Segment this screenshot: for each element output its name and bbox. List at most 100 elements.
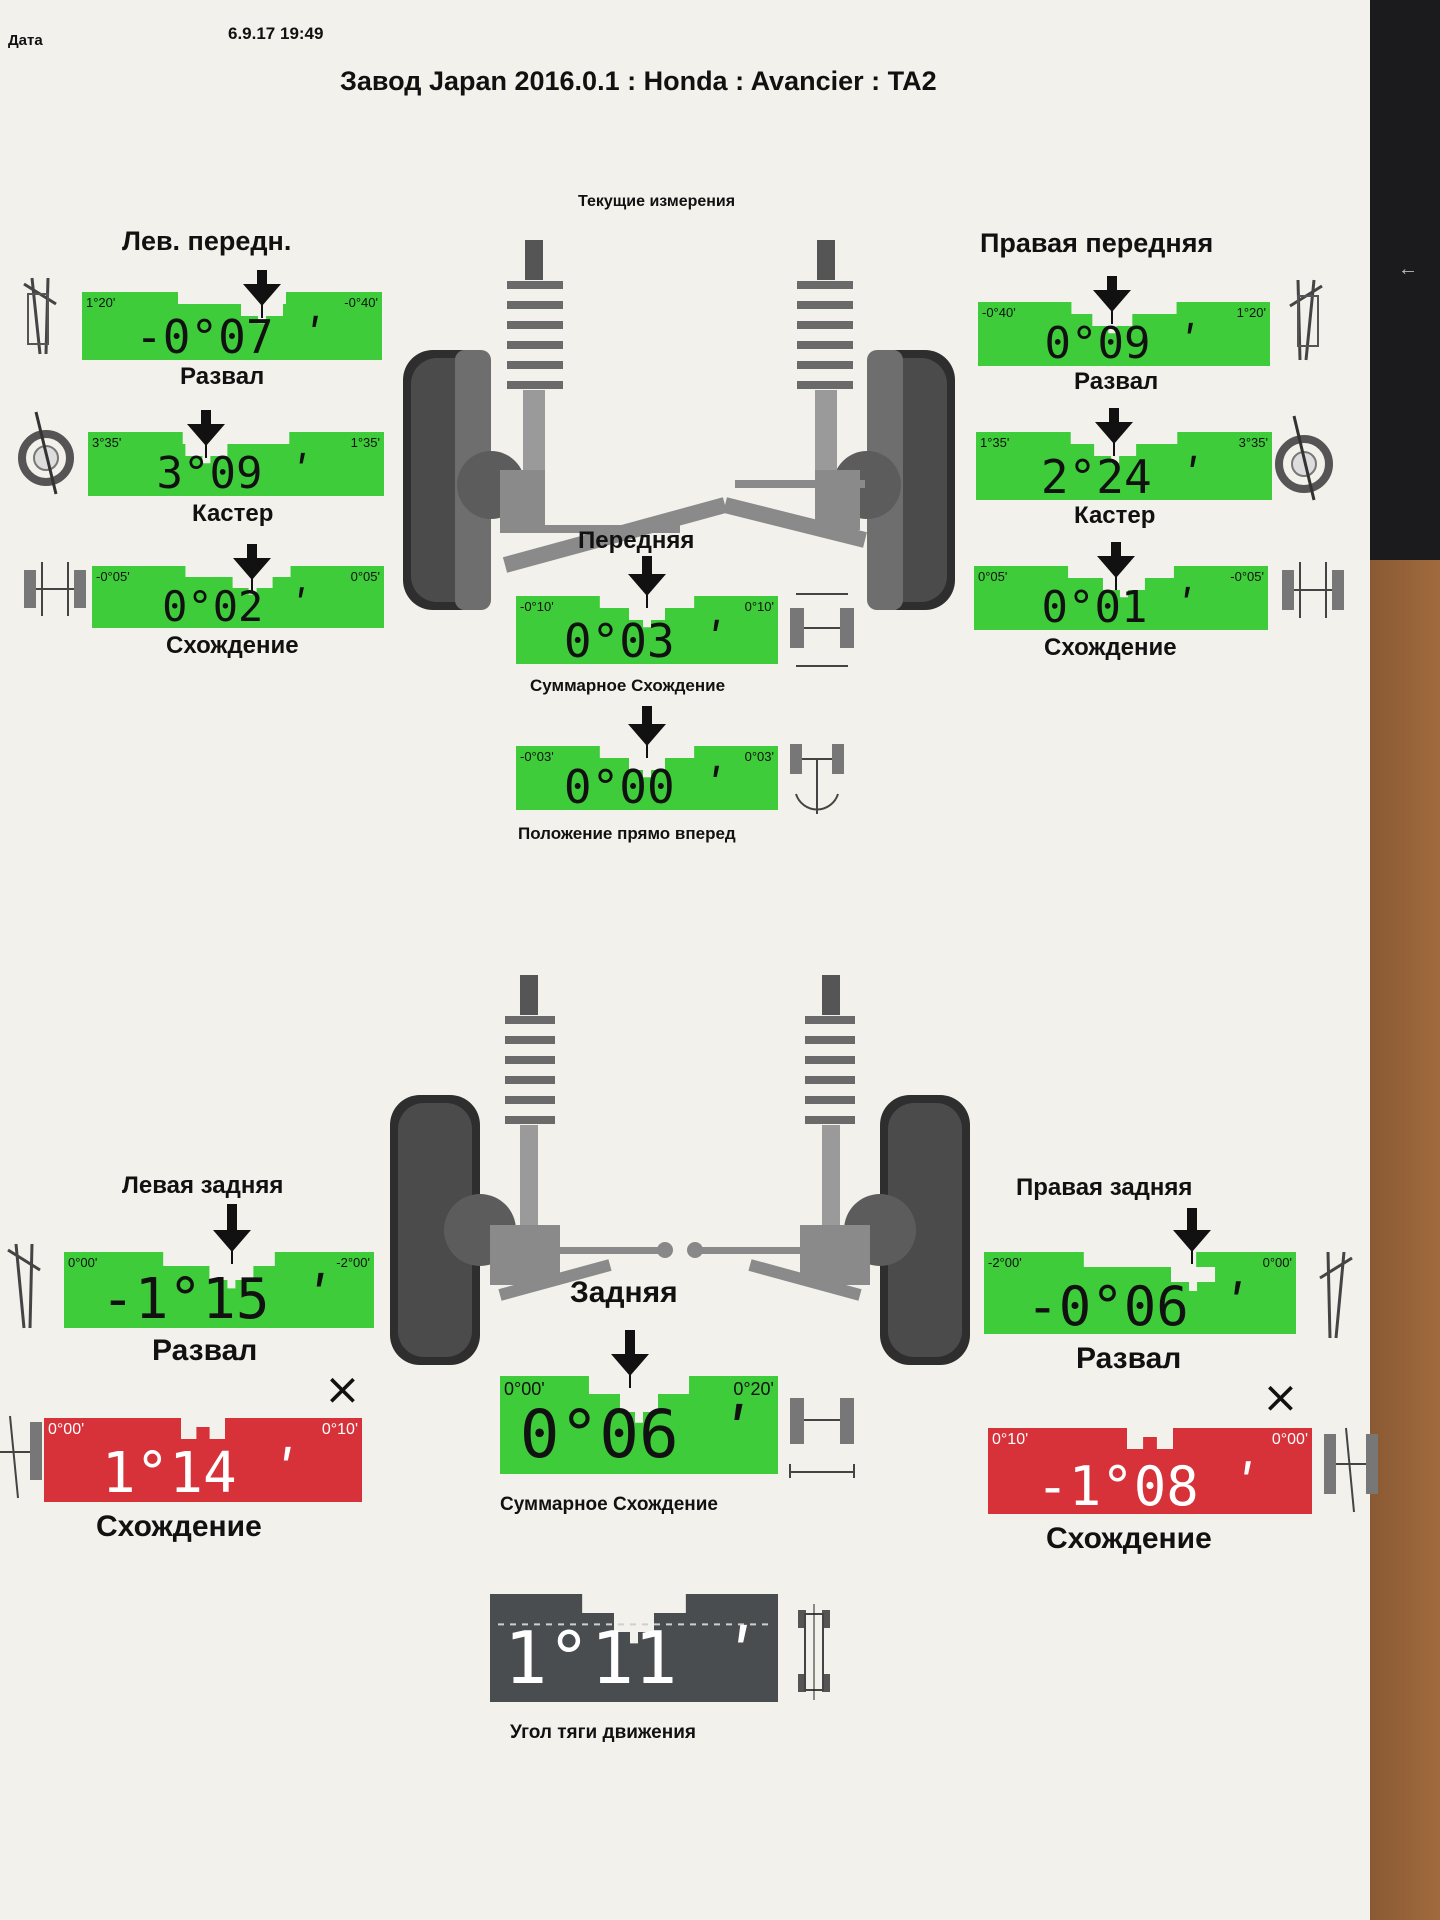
pointer-arrow-icon (187, 424, 225, 446)
front-left-toe-value: 0°02 ʹ (162, 582, 314, 631)
camber-wheel-icon (7, 1243, 41, 1329)
pointer-arrow-icon (243, 284, 281, 306)
rear-right-toe-label: Схождение (1046, 1522, 1212, 1555)
pointer-arrow-icon (1095, 422, 1133, 444)
current-measurements-caption: Текущие измерения (578, 193, 736, 210)
front-left-caster-label: Кастер (192, 500, 274, 527)
pointer-arrow-icon (628, 724, 666, 746)
gauge-background (64, 1252, 374, 1328)
pointer-needle (629, 1374, 631, 1388)
rear-total-toe-label: Суммарное Схождение (500, 1494, 718, 1515)
front-left-suspension-illustration (403, 240, 725, 610)
pointer-stem (1107, 276, 1117, 290)
front-left-camber-value: -0°07 ʹ (135, 310, 329, 364)
front-right-camber-label: Развал (1074, 368, 1159, 395)
front-total-toe-min: -0°10' (520, 599, 554, 614)
rear-left-toe-min: 0°00' (48, 1421, 85, 1438)
rear-right-camber-min: -2°00' (988, 1255, 1022, 1270)
front-total-toe-label: Суммарное Схождение (530, 676, 726, 695)
rear-total-toe-min: 0°00' (504, 1379, 545, 1399)
gauge-background (976, 432, 1272, 500)
rear-left-toe-gauge: 0°00' 0°10' 1°14 ʹ (44, 1418, 362, 1502)
thrust-angle-label: Угол тяги движения (510, 1722, 696, 1743)
front-axle-title: Передняя (578, 527, 695, 554)
pointer-arrow-icon (213, 1230, 251, 1252)
gauge-background (82, 292, 382, 360)
gauge-fill (516, 596, 778, 664)
gauge-fill (92, 566, 384, 628)
pointer-needle (205, 444, 207, 458)
front-right-caster-min: 1°35' (980, 435, 1010, 450)
back-arrow-icon: ← (1398, 258, 1418, 280)
front-left-toe-max: 0°05' (350, 569, 380, 584)
rear-right-toe-value: -1°08 ʹ (1036, 1455, 1264, 1518)
rear-left-camber-label: Развал (152, 1334, 258, 1367)
front-right-caster-label: Кастер (1074, 502, 1156, 529)
pointer-needle (646, 744, 648, 758)
front-total-toe-gauge: -0°10' 0°10' 0°03 ʹ (516, 556, 778, 668)
date-value: 6.9.17 19:49 (228, 24, 324, 43)
front-total-toe-max: 0°10' (744, 599, 774, 614)
rear-total-toe-gauge: 0°00' 0°20' 0°06 ʹ (500, 1330, 778, 1474)
rear-total-toe-value: 0°06 ʹ (519, 1396, 759, 1473)
front-left-camber-min: 1°20' (86, 295, 116, 310)
rear-left-camber-max: -2°00' (336, 1255, 370, 1270)
rear-left-toe-label: Схождение (96, 1510, 262, 1543)
front-left-toe-gauge: -0°05' 0°05' 0°02 ʹ (92, 544, 384, 631)
pointer-needle (231, 1250, 233, 1264)
front-total-toe-value: 0°03 ʹ (563, 614, 731, 668)
pointer-arrow-icon (1093, 290, 1131, 312)
front-right-toe-value: 0°01 ʹ (1041, 582, 1201, 633)
pointer-stem (201, 410, 211, 424)
front-right-suspension-illustration (725, 240, 955, 610)
pointer-stem (1109, 408, 1119, 422)
gauge-background (978, 302, 1270, 366)
monitor-edge (1370, 0, 1440, 560)
gauge-background (490, 1594, 778, 1702)
front-left-caster-value: 3°09 ʹ (156, 448, 316, 499)
straight-ahead-min: -0°03' (520, 749, 554, 764)
rear-left-toe-max: 0°10' (321, 1421, 358, 1438)
gauge-fill (500, 1376, 778, 1474)
gauge-fill (984, 1252, 1296, 1334)
front-left-toe-label: Схождение (166, 632, 299, 659)
rear-left-toe-value: 1°14 ʹ (101, 1441, 305, 1506)
thrust-angle-value: 1°11 ʹ (503, 1616, 765, 1700)
pointer-stem (257, 270, 267, 284)
rear-right-camber-label: Развал (1076, 1342, 1182, 1375)
straight-ahead-max: 0°03' (744, 749, 774, 764)
gauge-fill (64, 1252, 374, 1328)
gauge-background (44, 1418, 362, 1502)
toe-axle-icon (0, 1415, 42, 1499)
front-right-camber-gauge: -0°40' 1°20' 0°09 ʹ (978, 276, 1270, 369)
rear-suspension-illustration (390, 975, 970, 1365)
gauge-fill (88, 432, 384, 496)
gauge-background (500, 1376, 778, 1474)
front-right-toe-gauge: 0°05' -0°05' 0°01 ʹ (974, 542, 1268, 633)
gauge-background (516, 746, 778, 810)
front-right-camber-value: 0°09 ʹ (1044, 318, 1204, 369)
rear-left-camber-min: 0°00' (68, 1255, 98, 1270)
date-label: Дата (8, 32, 43, 49)
pointer-arrow-icon (1097, 556, 1135, 578)
pointer-needle (1191, 1250, 1193, 1264)
gauge-background (974, 566, 1268, 630)
front-left-caster-min: 3°35' (92, 435, 122, 450)
rear-right-title: Правая задняя (1016, 1174, 1193, 1201)
front-left-camber-max: -0°40' (344, 295, 378, 310)
front-right-toe-label: Схождение (1044, 634, 1177, 661)
toe-axle-icon (790, 593, 854, 667)
gauge-fill (516, 746, 778, 810)
thrust-car-icon (798, 1604, 830, 1700)
front-right-camber-min: -0°40' (982, 305, 1016, 320)
camber-wheel-icon (23, 277, 57, 355)
rear-right-toe-fail-icon: × (1262, 1372, 1299, 1423)
straight-ahead-gauge: -0°03' 0°03' 0°00 ʹ (516, 706, 778, 810)
pointer-needle (261, 304, 263, 318)
pointer-arrow-icon (233, 558, 271, 580)
rear-right-toe-min: 0°10' (992, 1431, 1029, 1448)
toe-axle-icon (24, 562, 86, 616)
rear-right-camber-value: -0°06 ʹ (1026, 1275, 1254, 1338)
gauge-background (92, 566, 384, 628)
gauge-background (516, 596, 778, 664)
